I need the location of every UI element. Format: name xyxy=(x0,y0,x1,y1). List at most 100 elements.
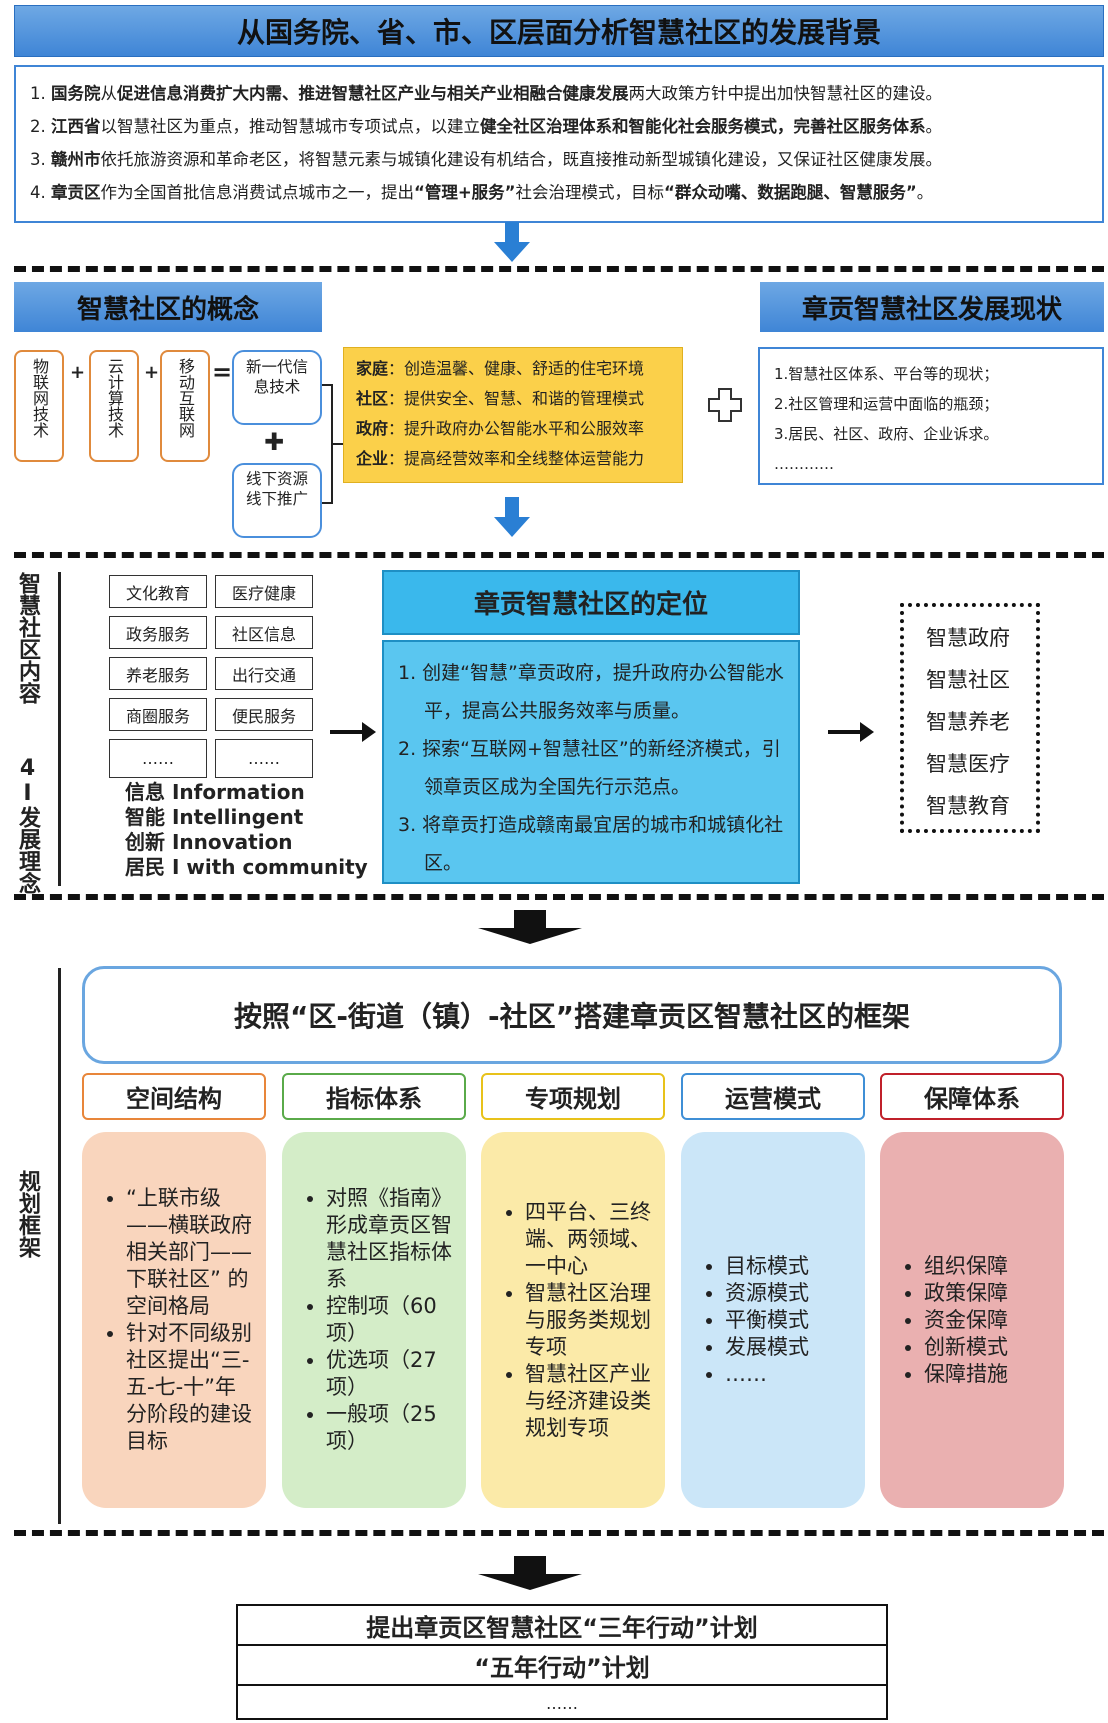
benefits-panel: 家庭：创造温馨、健康、舒适的住宅环境 社区：提供安全、智慧、和谐的管理模式 政府… xyxy=(343,347,683,483)
grid-cell: 医疗健康 xyxy=(215,575,313,608)
item-num: 2. xyxy=(30,117,46,136)
action-plans: 提出章贡区智慧社区“三年行动”计划 “五年行动”计划 …… xyxy=(236,1604,888,1720)
item-emphasis: 健全社区治理体系和智能化社会服务模式，完善社区服务体系 xyxy=(480,117,926,136)
bracket-connector xyxy=(322,384,344,504)
column-header-space: 空间结构 xyxy=(82,1073,266,1120)
item-num: 4. xyxy=(30,183,46,202)
background-item-1: 1. 国务院从促进信息消费扩大内需、推进智慧社区产业与相关产业相融合健康发展两大… xyxy=(30,77,1088,110)
item-text: 依托旅游资源和革命老区，将智慧元素与城镇化建设有机结合，既直接推动新型城镇化建设… xyxy=(100,150,943,169)
plan-row-3yr: 提出章贡区智慧社区“三年行动”计划 xyxy=(238,1606,886,1646)
status-item: ………… xyxy=(774,455,834,473)
column-body-guarantee: 组织保障 政策保障 资金保障 创新模式 保障措施 xyxy=(880,1132,1064,1508)
column-item: 智慧社区治理与服务类规划专项 xyxy=(525,1280,651,1361)
item-text: 两大政策方针中提出加快智慧社区的建设。 xyxy=(628,84,943,103)
background-title: 从国务院、省、市、区层面分析智慧社区的发展背景 xyxy=(14,5,1104,57)
column-item: 智慧社区产业与经济建设类规划专项 xyxy=(525,1361,651,1442)
column-list: 组织保障 政策保障 资金保障 创新模式 保障措施 xyxy=(904,1253,1008,1388)
grid-cell: 政务服务 xyxy=(109,616,207,649)
result-box-offline: 线下资源线下推广 xyxy=(232,463,322,538)
concept-title-text: 智慧社区的概念 xyxy=(76,294,259,325)
equals-icon: = xyxy=(212,358,233,386)
item-subject: 国务院 xyxy=(51,84,101,103)
column-body-operation: 目标模式 资源模式 平衡模式 发展模式 …… xyxy=(681,1132,865,1508)
item-emphasis: 促进信息消费扩大内需、推进智慧社区产业与相关产业相融合健康发展 xyxy=(117,84,629,103)
divider xyxy=(14,894,1104,900)
result-label: 线下资源线下推广 xyxy=(245,470,308,508)
benefit-row: 企业：提高经营效率和全线整体运营能力 xyxy=(356,444,670,474)
column-body-index: 对照《指南》形成章贡区智慧社区指标体系 控制项（60项） 优选项（27项） 一般… xyxy=(282,1132,466,1508)
four-i-concepts: 信息 Information 智能 Intellingent 创新 Innova… xyxy=(125,780,368,880)
item-text: 作为全国首批信息消费试点城市之一，提出 xyxy=(100,183,415,202)
outcome-item: 智慧养老 xyxy=(926,710,1010,734)
tech-box-mobile: 移动互联网 xyxy=(160,350,210,462)
benefit-row: 政府：提升政府办公智能水平和公服效率 xyxy=(356,414,670,444)
item-num: 1. xyxy=(30,84,46,103)
column-item: 四平台、三终端、两领域、一中心 xyxy=(525,1199,651,1280)
divider xyxy=(14,552,1104,558)
status-item: 3.居民、社区、政府、企业诉求。 xyxy=(774,425,999,443)
column-item: …… xyxy=(725,1361,809,1388)
background-item-2: 2. 江西省以智慧社区为重点，推动智慧城市专项试点，以建立健全社区治理体系和智能… xyxy=(30,110,1088,143)
down-arrow-icon xyxy=(494,222,530,262)
concept-line: 居民 I with community xyxy=(125,855,368,879)
benefit-what: ：提供安全、智慧、和谐的管理模式 xyxy=(388,389,645,408)
position-panel: 1. 创建“智慧”章贡政府，提升政府办公智能水平，提高公共服务效率与质量。 2.… xyxy=(382,640,800,884)
status-title-text: 章贡智慧社区发展现状 xyxy=(801,294,1062,325)
grid-cell: 养老服务 xyxy=(109,657,207,690)
column-item: 控制项（60项） xyxy=(326,1293,452,1347)
background-title-text: 从国务院、省、市、区层面分析智慧社区的发展背景 xyxy=(236,16,881,49)
benefit-who: 社区 xyxy=(356,389,389,408)
column-item: 组织保障 xyxy=(924,1253,1008,1280)
framework-title: 按照“区-街道（镇）-社区”搭建章贡区智慧社区的框架 xyxy=(82,966,1062,1064)
column-item: 保障措施 xyxy=(924,1361,1008,1388)
tech-box-iot: 物联网技术 xyxy=(14,350,64,462)
framework-side-label: 规划框架 xyxy=(15,1170,40,1258)
position-item: 1. 创建“智慧”章贡政府，提升政府办公智能水平，提高公共服务效率与质量。 xyxy=(398,662,784,722)
item-subject: 江西省 xyxy=(51,117,101,136)
status-panel: 1.智慧社区体系、平台等的现状； 2.社区管理和运营中面临的瓶颈； 3.居民、社… xyxy=(758,347,1104,485)
outcome-item: 智慧医疗 xyxy=(926,752,1010,776)
background-item-4: 4. 章贡区作为全国首批信息消费试点城市之一，提出“管理+服务”社会治理模式，目… xyxy=(30,176,1088,209)
benefit-what: ：创造温馨、健康、舒适的住宅环境 xyxy=(388,359,645,378)
tech-box-cloud: 云计算技术 xyxy=(89,350,139,462)
position-title-text: 章贡智慧社区的定位 xyxy=(473,590,708,620)
grid-cell: 商圈服务 xyxy=(109,698,207,731)
column-item: 资源模式 xyxy=(725,1280,809,1307)
position-item: 3. 将章贡打造成赣南最宜居的城市和城镇化社区。 xyxy=(398,814,784,874)
benefit-row: 家庭：创造温馨、健康、舒适的住宅环境 xyxy=(356,354,670,384)
column-body-space: “上联市级——横联政府相关部门——下联社区” 的空间格局 针对不同级别社区提出“… xyxy=(82,1132,266,1508)
tech-label: 物联网技术 xyxy=(30,358,49,438)
item-emphasis: “管理+服务” xyxy=(414,183,516,202)
divider xyxy=(14,1530,1104,1536)
column-item: 优选项（27项） xyxy=(326,1347,452,1401)
column-item: 资金保障 xyxy=(924,1307,1008,1334)
grid-cell: 社区信息 xyxy=(215,616,313,649)
benefit-who: 企业 xyxy=(356,449,389,468)
column-header-operation: 运营模式 xyxy=(681,1073,865,1120)
outcome-item: 智慧政府 xyxy=(926,626,1010,650)
background-panel: 1. 国务院从促进信息消费扩大内需、推进智慧社区产业与相关产业相融合健康发展两大… xyxy=(14,65,1104,223)
item-num: 3. xyxy=(30,150,46,169)
framework-title-text: 按照“区-街道（镇）-社区”搭建章贡区智慧社区的框架 xyxy=(233,1000,911,1033)
side-rule xyxy=(58,572,61,886)
content-side-label: 智慧社区内容 xyxy=(15,572,40,704)
column-list: 对照《指南》形成章贡区智慧社区指标体系 控制项（60项） 优选项（27项） 一般… xyxy=(306,1185,452,1455)
item-text: 社会治理模式，目标 xyxy=(515,183,665,202)
item-text: 。 xyxy=(925,117,943,136)
status-item: 2.社区管理和运营中面临的瓶颈； xyxy=(774,395,999,413)
item-subject: 赣州市 xyxy=(51,150,101,169)
tech-label: 云计算技术 xyxy=(105,358,124,438)
column-list: 四平台、三终端、两领域、一中心 智慧社区治理与服务类规划专项 智慧社区产业与经济… xyxy=(505,1199,651,1442)
grid-cell: 出行交通 xyxy=(215,657,313,690)
column-item: 对照《指南》形成章贡区智慧社区指标体系 xyxy=(326,1185,452,1293)
result-box-new-it: 新一代信息技术 xyxy=(232,350,322,425)
column-body-plan: 四平台、三终端、两领域、一中心 智慧社区治理与服务类规划专项 智慧社区产业与经济… xyxy=(481,1132,665,1508)
benefit-row: 社区：提供安全、智慧、和谐的管理模式 xyxy=(356,384,670,414)
column-item: 目标模式 xyxy=(725,1253,809,1280)
column-list: 目标模式 资源模式 平衡模式 发展模式 …… xyxy=(705,1253,809,1388)
outline-plus-icon xyxy=(708,388,742,422)
status-item: 1.智慧社区体系、平台等的现状； xyxy=(774,365,999,383)
benefit-what: ：提升政府办公智能水平和公服效率 xyxy=(388,419,645,438)
column-list: “上联市级——横联政府相关部门——下联社区” 的空间格局 针对不同级别社区提出“… xyxy=(106,1185,252,1455)
column-header-plan: 专项规划 xyxy=(481,1073,665,1120)
